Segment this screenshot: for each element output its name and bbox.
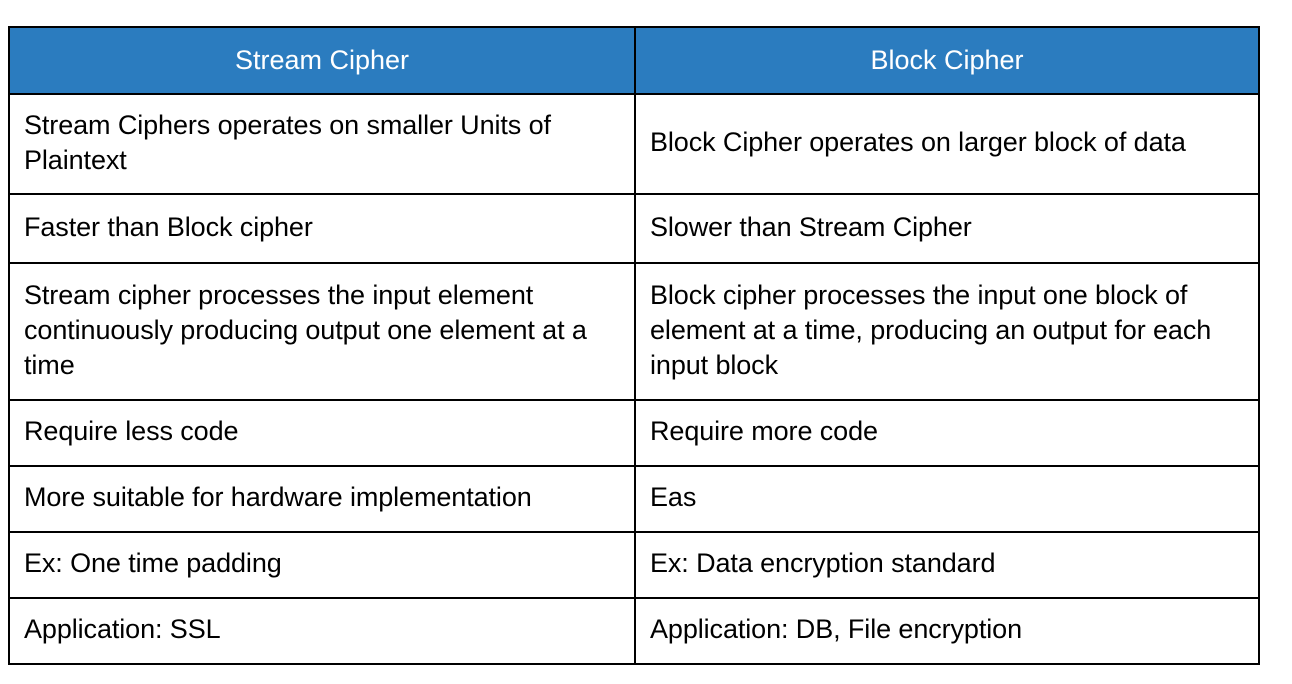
table-row: Stream Ciphers operates on smaller Units… (8, 93, 1260, 195)
cell-stream-1: Faster than Block cipher (8, 193, 636, 264)
cell-stream-0: Stream Ciphers operates on smaller Units… (8, 93, 636, 195)
cell-stream-4: More suitable for hardware implementatio… (8, 465, 636, 533)
cell-block-4: Eas (634, 465, 1260, 533)
table-header-row: Stream Cipher Block Cipher (8, 26, 1260, 95)
table-row: More suitable for hardware implementatio… (8, 465, 1260, 533)
cell-block-2: Block cipher processes the input one blo… (634, 262, 1260, 401)
cell-stream-3: Require less code (8, 399, 636, 467)
table-row: Stream cipher processes the input elemen… (8, 262, 1260, 401)
table-row: Ex: One time padding Ex: Data encryption… (8, 531, 1260, 599)
table-body: Stream Ciphers operates on smaller Units… (8, 93, 1260, 665)
cell-block-5: Ex: Data encryption standard (634, 531, 1260, 599)
table-row: Application: SSL Application: DB, File e… (8, 597, 1260, 665)
column-header-stream-cipher: Stream Cipher (8, 26, 636, 95)
cell-stream-6: Application: SSL (8, 597, 636, 665)
table-row: Faster than Block cipher Slower than Str… (8, 193, 1260, 264)
table-header: Stream Cipher Block Cipher (8, 26, 1260, 95)
cipher-comparison-table: Stream Cipher Block Cipher Stream Cipher… (8, 26, 1260, 665)
cell-stream-2: Stream cipher processes the input elemen… (8, 262, 636, 401)
table-row: Require less code Require more code (8, 399, 1260, 467)
cell-block-0: Block Cipher operates on larger block of… (634, 93, 1260, 195)
cell-block-1: Slower than Stream Cipher (634, 193, 1260, 264)
cell-stream-5: Ex: One time padding (8, 531, 636, 599)
cell-block-3: Require more code (634, 399, 1260, 467)
cell-block-6: Application: DB, File encryption (634, 597, 1260, 665)
column-header-block-cipher: Block Cipher (634, 26, 1260, 95)
